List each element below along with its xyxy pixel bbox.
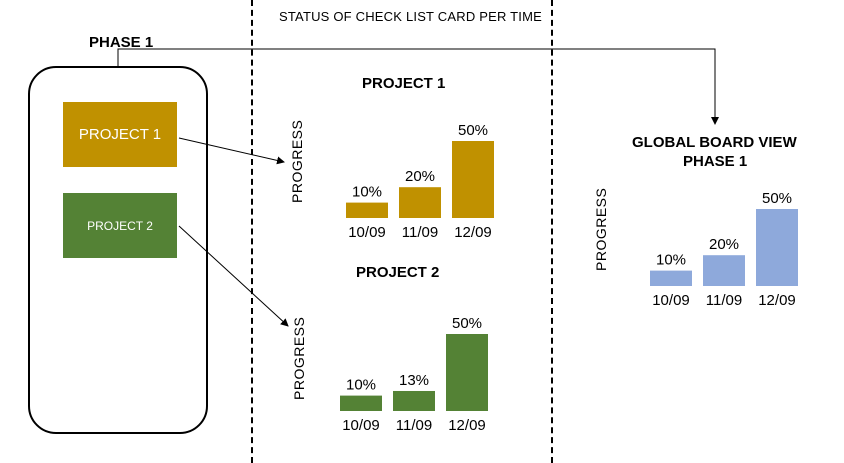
arrow-phase-to-global (117, 48, 719, 125)
global-title-line-2: PHASE 1 (683, 153, 748, 170)
chart-1-category-label-1: 10/09 (348, 224, 386, 241)
chart-project-2: 10% 10/09 13% 11/09 50% 12/09 (340, 315, 488, 434)
chart-3-value-label-3: 50% (762, 190, 792, 207)
chart-2-category-label-1: 10/09 (342, 417, 380, 434)
dashed-separator-right (551, 0, 553, 463)
chart-3-value-label-1: 10% (656, 252, 686, 269)
chart-2-value-label-1: 10% (346, 377, 376, 394)
global-title-line-1: GLOBAL BOARD VIEW (632, 134, 797, 151)
chart-project-1: 10% 10/09 20% 11/09 50% 12/09 (346, 122, 494, 241)
chart-3-category-label-3: 12/09 (758, 292, 796, 309)
chart-1-bar-1 (346, 202, 388, 218)
chart-3-bar-2 (703, 255, 745, 286)
chart-2-bar-1 (340, 395, 382, 411)
chart-1-category-label-2: 11/09 (402, 224, 438, 241)
chart-2-category-label-3: 12/09 (448, 417, 486, 434)
chart-3-category-label-2: 11/09 (706, 292, 742, 309)
chart-1-title: PROJECT 1 (362, 75, 446, 92)
phase-title: PHASE 1 (89, 34, 154, 51)
project-card-2-label: PROJECT 2 (87, 218, 153, 233)
chart-3-bar-3 (756, 209, 798, 286)
chart-3-bar-1 (650, 270, 692, 286)
chart-1-value-label-1: 10% (352, 184, 382, 201)
chart-1-category-label-3: 12/09 (454, 224, 492, 241)
status-title: STATUS OF CHECK LIST CARD PER TIME (279, 9, 542, 24)
chart-1-value-label-3: 50% (458, 122, 488, 139)
dashed-separator-left (251, 0, 253, 463)
chart-2-bar-3 (446, 334, 488, 411)
chart-2-value-label-3: 50% (452, 315, 482, 332)
chart-1-value-label-2: 20% (405, 168, 435, 185)
chart-2-title: PROJECT 2 (356, 264, 440, 281)
chart-1-bar-3 (452, 141, 494, 218)
arrow-project1-to-chart (178, 137, 285, 165)
chart-3-value-label-2: 20% (709, 236, 739, 253)
chart-1-bar-2 (399, 187, 441, 218)
chart-2-category-label-2: 11/09 (396, 417, 432, 434)
chart-2-bar-2 (393, 390, 435, 411)
phase-panel (28, 66, 208, 434)
arrow-project2-to-chart (178, 225, 289, 327)
project-card-1-label: PROJECT 1 (78, 126, 162, 143)
chart-3-category-label-1: 10/09 (652, 292, 690, 309)
project-card-1[interactable]: PROJECT 1 (63, 102, 177, 167)
project-card-2[interactable]: PROJECT 2 (63, 193, 177, 258)
chart-2-value-label-2: 13% (399, 372, 429, 389)
chart-global-board: 10% 10/09 20% 11/09 50% 12/09 (650, 190, 798, 309)
